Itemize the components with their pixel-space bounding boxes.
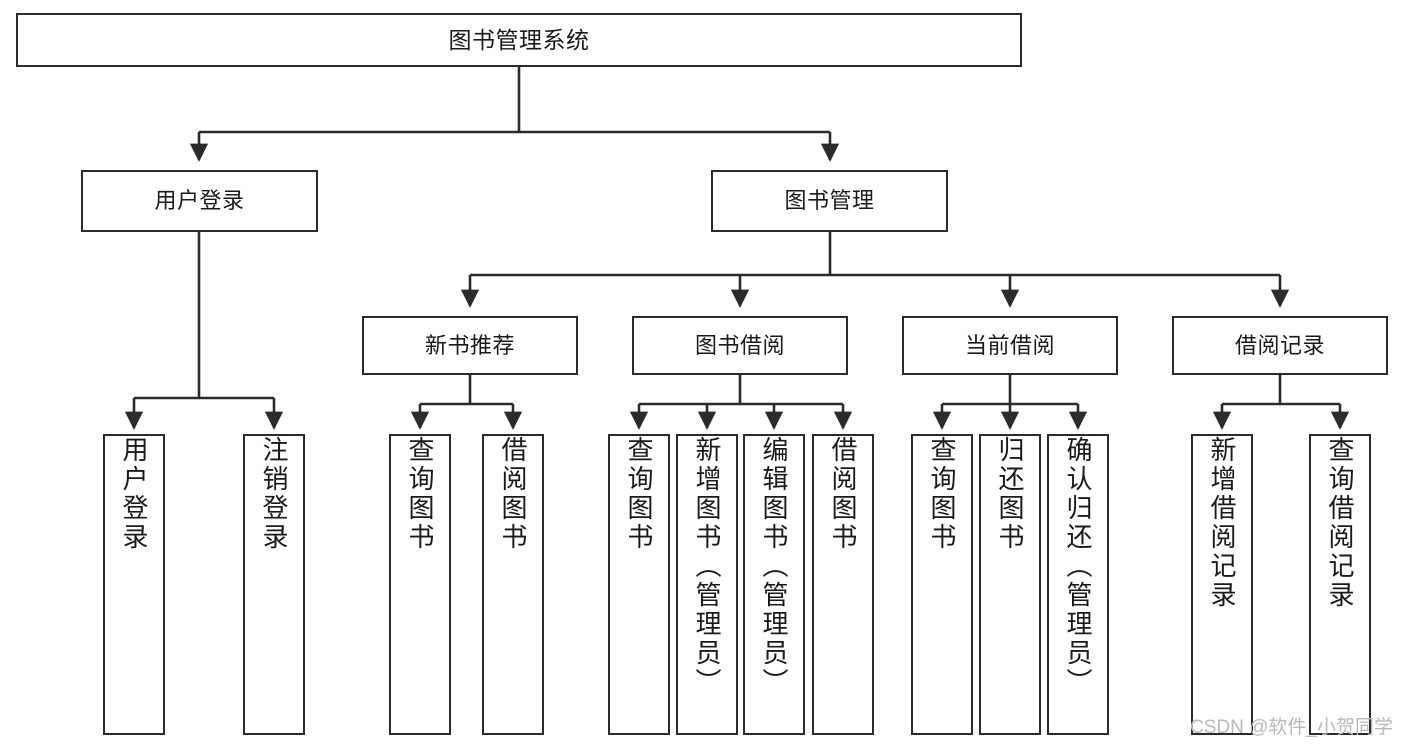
node-current-borrow[interactable]: 当前借阅 — [902, 316, 1118, 375]
node-label: 图书管理系统 — [448, 26, 590, 53]
node-label: 查询图书 — [624, 436, 654, 552]
leaf-confirm-return[interactable]: 确认归还（管理员） — [1047, 434, 1109, 735]
node-label: 注销登录 — [259, 436, 289, 552]
node-label: 图书管理 — [784, 188, 875, 214]
leaf-query-book-2[interactable]: 查询图书 — [608, 434, 670, 735]
node-book-borrow[interactable]: 图书借阅 — [632, 316, 848, 375]
leaf-query-book-3[interactable]: 查询图书 — [911, 434, 973, 735]
node-label: 新书推荐 — [424, 332, 515, 358]
leaf-query-record[interactable]: 查询借阅记录 — [1309, 434, 1371, 735]
node-root-system[interactable]: 图书管理系统 — [16, 13, 1022, 67]
leaf-return-book[interactable]: 归还图书 — [979, 434, 1041, 735]
node-borrow-record[interactable]: 借阅记录 — [1172, 316, 1388, 375]
node-label: 确认归还（管理员） — [1063, 436, 1093, 697]
leaf-edit-book[interactable]: 编辑图书（管理员） — [743, 434, 805, 735]
leaf-user-login[interactable]: 用户登录 — [103, 434, 165, 735]
node-label: 新增图书（管理员） — [692, 436, 722, 697]
leaf-logout-login[interactable]: 注销登录 — [243, 434, 305, 735]
leaf-query-book-1[interactable]: 查询图书 — [389, 434, 451, 735]
node-label: 归还图书 — [995, 436, 1025, 552]
node-label: 借阅图书 — [828, 436, 858, 552]
leaf-add-book[interactable]: 新增图书（管理员） — [676, 434, 738, 735]
csdn-watermark: CSDN @软件_小贺同学 — [1190, 717, 1393, 738]
node-label: 查询图书 — [405, 436, 435, 552]
leaf-add-record[interactable]: 新增借阅记录 — [1191, 434, 1253, 735]
node-label: 用户登录 — [154, 188, 245, 214]
node-new-book-recommend[interactable]: 新书推荐 — [362, 316, 578, 375]
leaf-borrow-book-2[interactable]: 借阅图书 — [812, 434, 874, 735]
node-label: 用户登录 — [119, 436, 149, 552]
node-label: 当前借阅 — [964, 332, 1055, 358]
node-label: 图书借阅 — [694, 332, 785, 358]
node-label: 新增借阅记录 — [1207, 436, 1237, 610]
node-user-login[interactable]: 用户登录 — [81, 170, 318, 232]
leaf-borrow-book-1[interactable]: 借阅图书 — [482, 434, 544, 735]
node-label: 借阅记录 — [1234, 332, 1325, 358]
node-book-manage[interactable]: 图书管理 — [711, 170, 948, 232]
node-label: 编辑图书（管理员） — [759, 436, 789, 697]
node-label: 借阅图书 — [498, 436, 528, 552]
node-label: 查询借阅记录 — [1325, 436, 1355, 610]
node-label: 查询图书 — [927, 436, 957, 552]
